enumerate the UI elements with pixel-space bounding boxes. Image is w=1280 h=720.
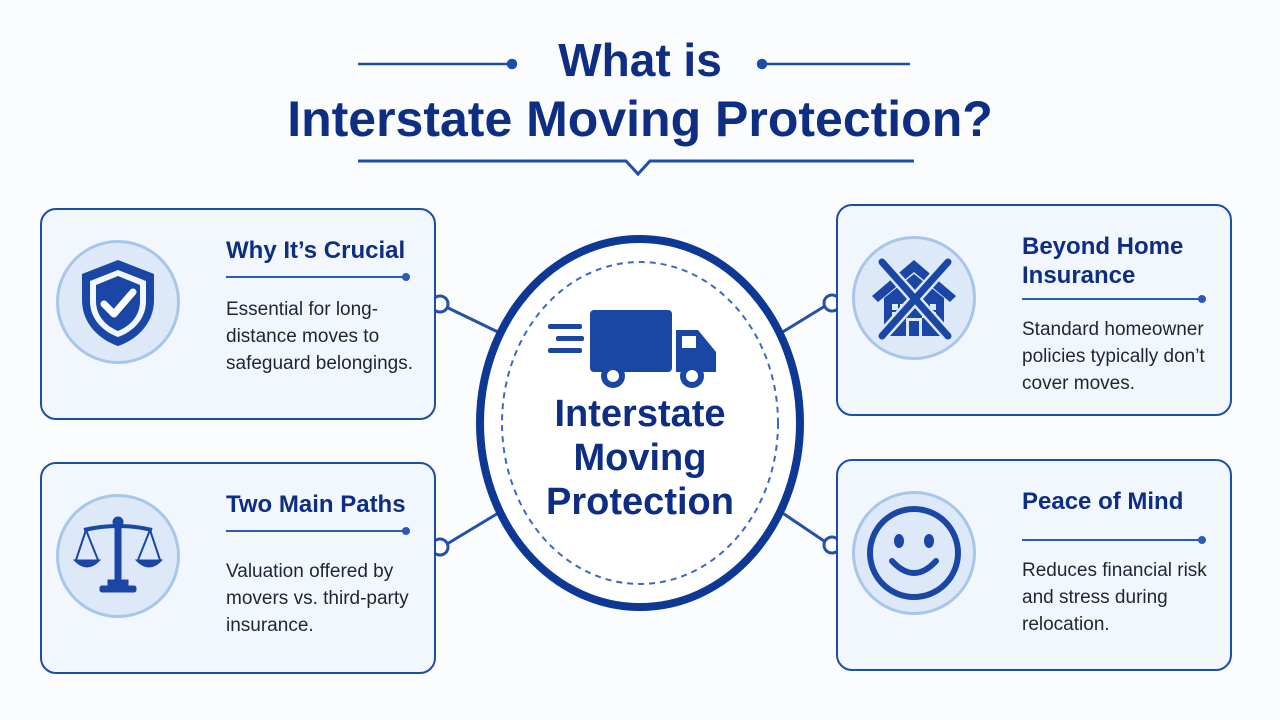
crossed-house-icon <box>872 256 956 342</box>
title-underline <box>226 273 410 281</box>
card-two-main-paths: Two Main Paths Valuation offered by move… <box>40 462 436 674</box>
card-description: Essential for long-distance moves to saf… <box>226 299 413 374</box>
card-title: Two Main Paths <box>226 491 406 518</box>
truck-icon <box>548 310 716 388</box>
title-line-1: What is <box>558 34 722 86</box>
connector-lines <box>441 301 831 549</box>
icon-circle <box>852 491 976 615</box>
title-underline <box>1022 536 1206 544</box>
card-peace-of-mind: Peace of Mind Reduces financial risk and… <box>836 459 1232 671</box>
card-description: Reduces financial risk and stress during… <box>1022 560 1207 635</box>
card-title: Beyond Home Insurance <box>1022 233 1184 289</box>
center-label: Interstate Moving Protection <box>546 393 734 523</box>
icon-circle <box>56 240 180 364</box>
card-description: Valuation offered by movers vs. third-pa… <box>226 561 409 636</box>
card-why-crucial: Why It’s Crucial Essential for long-dist… <box>40 208 436 420</box>
smiley-face-icon <box>867 506 961 600</box>
title-decoration <box>358 58 914 177</box>
center-circle <box>476 235 804 611</box>
title-underline <box>1022 295 1206 303</box>
card-description: Standard homeowner policies typically do… <box>1022 319 1205 394</box>
card-beyond-home-insurance: Beyond Home Insurance Standard homeowner… <box>836 204 1232 416</box>
title-underline <box>226 527 410 535</box>
balance-scale-icon <box>72 516 164 593</box>
shield-check-icon <box>82 260 154 346</box>
icon-circle <box>56 494 180 618</box>
card-title: Why It’s Crucial <box>226 237 406 264</box>
icon-circle <box>852 236 976 360</box>
card-title: Peace of Mind <box>1022 488 1184 515</box>
title-line-2: Interstate Moving Protection? <box>287 91 993 147</box>
